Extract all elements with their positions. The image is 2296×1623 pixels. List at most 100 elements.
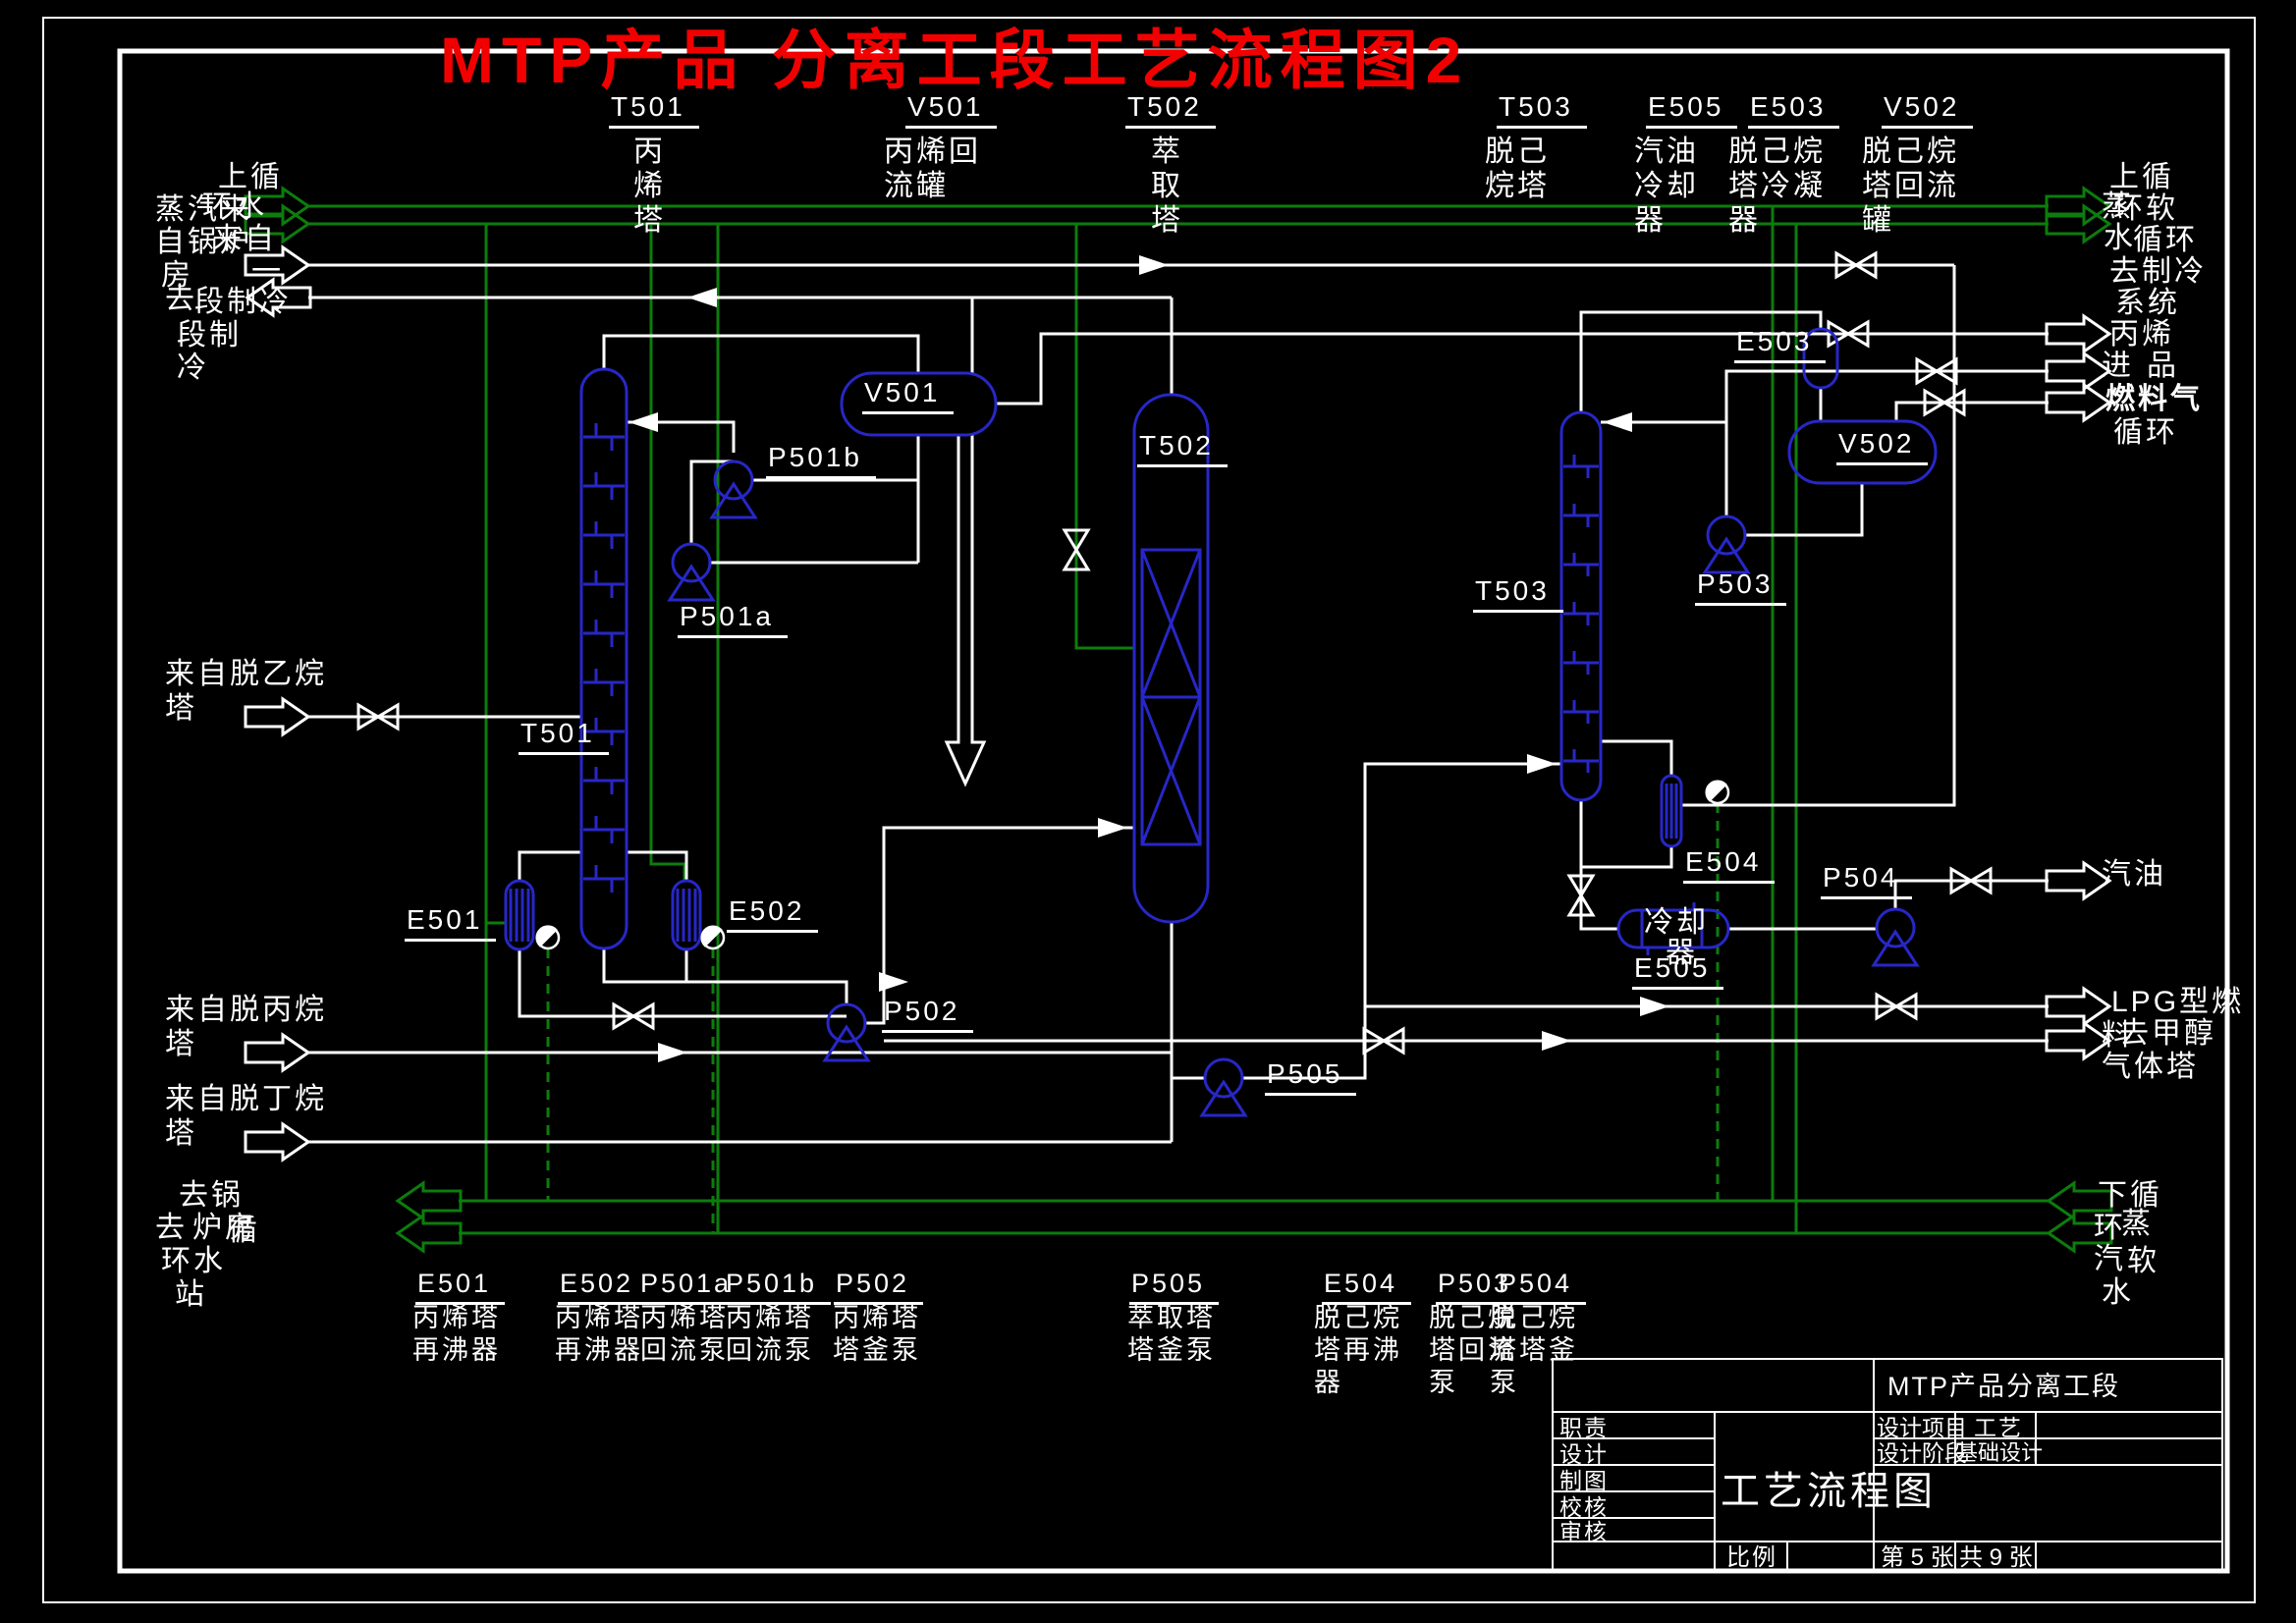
tb-divider [1954,1411,1956,1464]
text-label: 段制 [177,319,242,352]
tb-divider [1954,1541,1956,1569]
text-label: 器 [1666,937,1698,969]
tb-divider [1554,1490,1714,1492]
lbl-e502: E502 [727,897,819,933]
tb-sheet-no: 第 5 张 [1881,1544,1954,1571]
top-t503: T503 [1497,93,1587,129]
lbl-p501a: P501a [678,603,788,638]
text-label: 脱己烷 [1862,135,1959,168]
tb-design-project-label: 设计项目 [1877,1415,1967,1440]
text-label: 丙烯塔 [412,1303,501,1332]
tb-row-zhitu: 制图 [1559,1468,1609,1493]
text-label: 冷却 [1634,170,1699,202]
text-label: 泵 [1429,1368,1458,1397]
text-label: 冷却 [1644,906,1709,939]
text-label: 器 [1634,204,1667,237]
text-label: 循环 [2133,224,2198,256]
tb-divider [1554,1541,2221,1542]
text-label: 燃料气 [2105,383,2203,415]
text-label: 塔回流 [1429,1335,1517,1365]
text-label: 烯 [633,170,666,202]
text-label: 塔 [165,1117,197,1150]
tb-row-shenhe: 审核 [1559,1519,1609,1544]
pump-p503 [1703,514,1750,574]
lbl-p503: P503 [1695,570,1787,606]
top-e503: E503 [1748,93,1840,129]
pump-p501a [668,542,715,602]
top-t502: T502 [1125,93,1216,129]
b-e502: E502 [558,1271,648,1305]
b-p505: P505 [1129,1271,1220,1305]
tb-project: MTP产品分离工段 [1887,1372,2120,1401]
text-label: 循环 [2113,416,2178,449]
steam-trap-icons [535,780,1730,950]
text-label: 系统 [2115,287,2180,319]
text-label: 再沸器 [555,1335,643,1365]
column-t501 [579,367,629,950]
text-label: 塔 [165,1028,197,1060]
tb-divider [1714,1411,1716,1569]
b-p503: P503 [1436,1271,1526,1305]
text-label: 循 [228,1215,260,1247]
text-label: 丙烯塔 [640,1303,729,1332]
tb-design-stage-value: 基础设计 [1956,1440,2044,1465]
text-label: 脱己烷 [1728,135,1826,168]
tb-scale-label: 比例 [1726,1544,1777,1571]
text-label: 炉房 [192,1212,257,1244]
tb-design-stage-label: 设计阶段 [1877,1440,1967,1466]
text-label: 一 [251,255,284,288]
text-label: 段制冷 [194,286,292,318]
text-label: 器 [1314,1368,1343,1397]
reboiler-e504 [1660,774,1683,848]
valve-icons [356,251,1993,1055]
b-p501a: P501a [638,1271,746,1305]
text-label: 塔回流 [1862,170,1959,202]
text-label: 塔冷凝 [1728,170,1826,202]
lbl-p502: P502 [882,998,974,1033]
tb-row-zhize: 职责 [1559,1415,1609,1440]
text-label: 脱己烷 [1429,1303,1517,1332]
text-label: 器 [1728,204,1761,237]
column-t502 [1132,393,1210,924]
drawing-border [42,17,2256,1603]
tb-divider [1554,1464,1714,1466]
cooling-water-pipes [308,204,2049,1235]
text-label: 萃取塔 [1127,1303,1216,1332]
text-label: 罐 [1862,204,1894,237]
text-label: 回流泵 [640,1335,729,1365]
tb-row-jiaohe: 校核 [1559,1494,1609,1520]
text-label: 蒸 [2121,1208,2154,1240]
text-label: 上循 [2109,161,2174,193]
text-label: 汽油 [1634,135,1699,168]
text-label: 泵 [1490,1368,1519,1397]
cooler-e505 [1616,902,1730,955]
text-label: 去甲醇 [2119,1017,2216,1050]
text-label: 脱己烷 [1490,1303,1578,1332]
text-label: 塔 [1151,204,1183,237]
reboiler-e502 [671,879,702,951]
lbl-p501b: P501b [766,444,876,479]
text-label: 下循 [2098,1179,2162,1212]
text-label: 上循 [218,161,283,193]
process-pipes [308,263,2049,1144]
lbl-v502: V502 [1836,430,1929,465]
text-label: 汽油 [2102,858,2166,891]
text-label: 去 [155,1212,188,1244]
text-label: 塔釜泵 [833,1335,921,1365]
text-label: 品 [2147,350,2179,382]
text-label: 来自脱丁烷 [165,1083,327,1115]
text-label: 去 [165,283,197,315]
b-p504: P504 [1497,1271,1587,1305]
text-label: 环水 [161,1245,226,1277]
pump-p501b [710,460,757,519]
tb-divider [1786,1541,1788,1569]
lbl-p504: P504 [1821,864,1913,899]
text-label: 丙烯塔 [726,1303,814,1332]
text-label: 料 [2102,1019,2134,1052]
text-label: LPG型燃 [2111,986,2245,1018]
b-p501b: P501b [724,1271,832,1305]
text-label: 去制冷 [2109,255,2207,288]
b-e504: E504 [1322,1271,1412,1305]
equipment-shapes [504,327,1938,1117]
